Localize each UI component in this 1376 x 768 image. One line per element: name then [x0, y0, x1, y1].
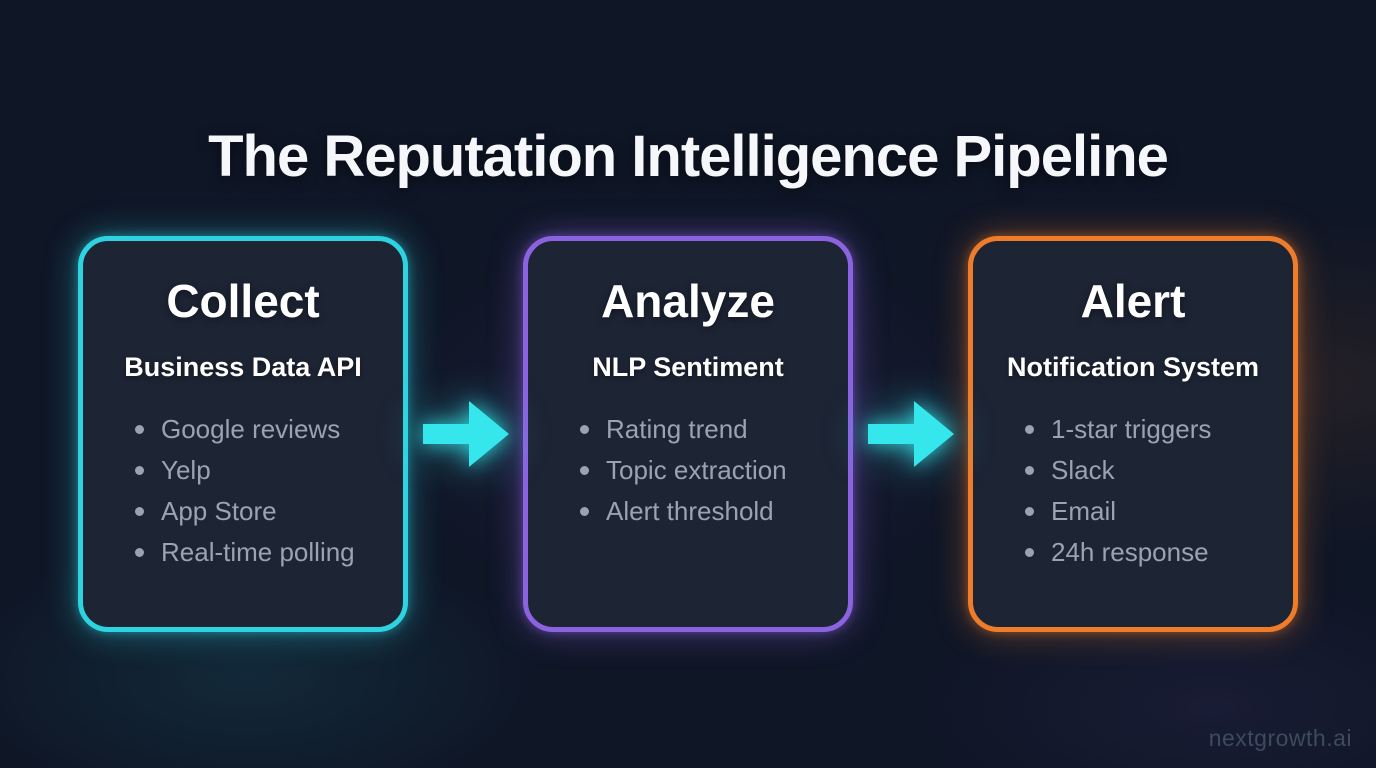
bullet-list: 1-star triggers Slack Email 24h response [1001, 409, 1265, 573]
bullet-icon [1025, 506, 1034, 516]
list-item: Yelp [135, 450, 375, 491]
list-item: Slack [1025, 450, 1265, 491]
bullet-list: Google reviews Yelp App Store Real-time … [111, 409, 375, 573]
bullet-icon [1025, 424, 1034, 434]
bullet-icon [135, 547, 144, 557]
bullet-icon [135, 465, 144, 475]
pipeline-row: Collect Business Data API Google reviews… [78, 236, 1298, 632]
list-item-label: 1-star triggers [1051, 413, 1212, 444]
card-title: Alert [1080, 275, 1186, 327]
bullet-icon [1025, 547, 1034, 557]
list-item-label: Topic extraction [606, 454, 787, 485]
list-item: 24h response [1025, 532, 1265, 573]
bullet-list: Rating trend Topic extraction Alert thre… [556, 409, 820, 532]
list-item-label: Google reviews [161, 413, 341, 444]
card-subtitle: NLP Sentiment [592, 351, 784, 382]
list-item: Topic extraction [580, 450, 820, 491]
list-item: Email [1025, 491, 1265, 532]
list-item-label: App Store [161, 495, 277, 526]
bullet-icon [1025, 465, 1034, 475]
card-subtitle: Notification System [1006, 351, 1260, 382]
list-item: Google reviews [135, 409, 375, 450]
card-collect: Collect Business Data API Google reviews… [78, 236, 408, 632]
right-arrow-icon [422, 395, 509, 473]
list-item-label: Yelp [161, 454, 211, 485]
bullet-icon [135, 506, 144, 516]
list-item-label: Rating trend [606, 413, 748, 444]
right-arrow-icon [867, 395, 954, 473]
card-subtitle: Business Data API [124, 351, 362, 382]
card-title: Analyze [601, 275, 775, 327]
list-item-label: Real-time polling [161, 536, 355, 567]
watermark: nextgrowth.ai [1208, 725, 1352, 751]
bullet-icon [135, 424, 144, 434]
list-item: Rating trend [580, 409, 820, 450]
list-item: 1-star triggers [1025, 409, 1265, 450]
card-analyze: Analyze NLP Sentiment Rating trend Topic… [523, 236, 853, 632]
card-alert: Alert Notification System 1-star trigger… [968, 236, 1298, 632]
bullet-icon [580, 424, 589, 434]
bullet-icon [580, 506, 589, 516]
page-title: The Reputation Intelligence Pipeline [208, 123, 1169, 189]
card-title: Collect [166, 275, 320, 327]
list-item-label: Email [1051, 495, 1117, 526]
list-item-label: 24h response [1051, 536, 1209, 567]
list-item: App Store [135, 491, 375, 532]
list-item-label: Alert threshold [606, 495, 774, 526]
bullet-icon [580, 465, 589, 475]
list-item-label: Slack [1051, 454, 1115, 485]
list-item: Alert threshold [580, 491, 820, 532]
list-item: Real-time polling [135, 532, 375, 573]
